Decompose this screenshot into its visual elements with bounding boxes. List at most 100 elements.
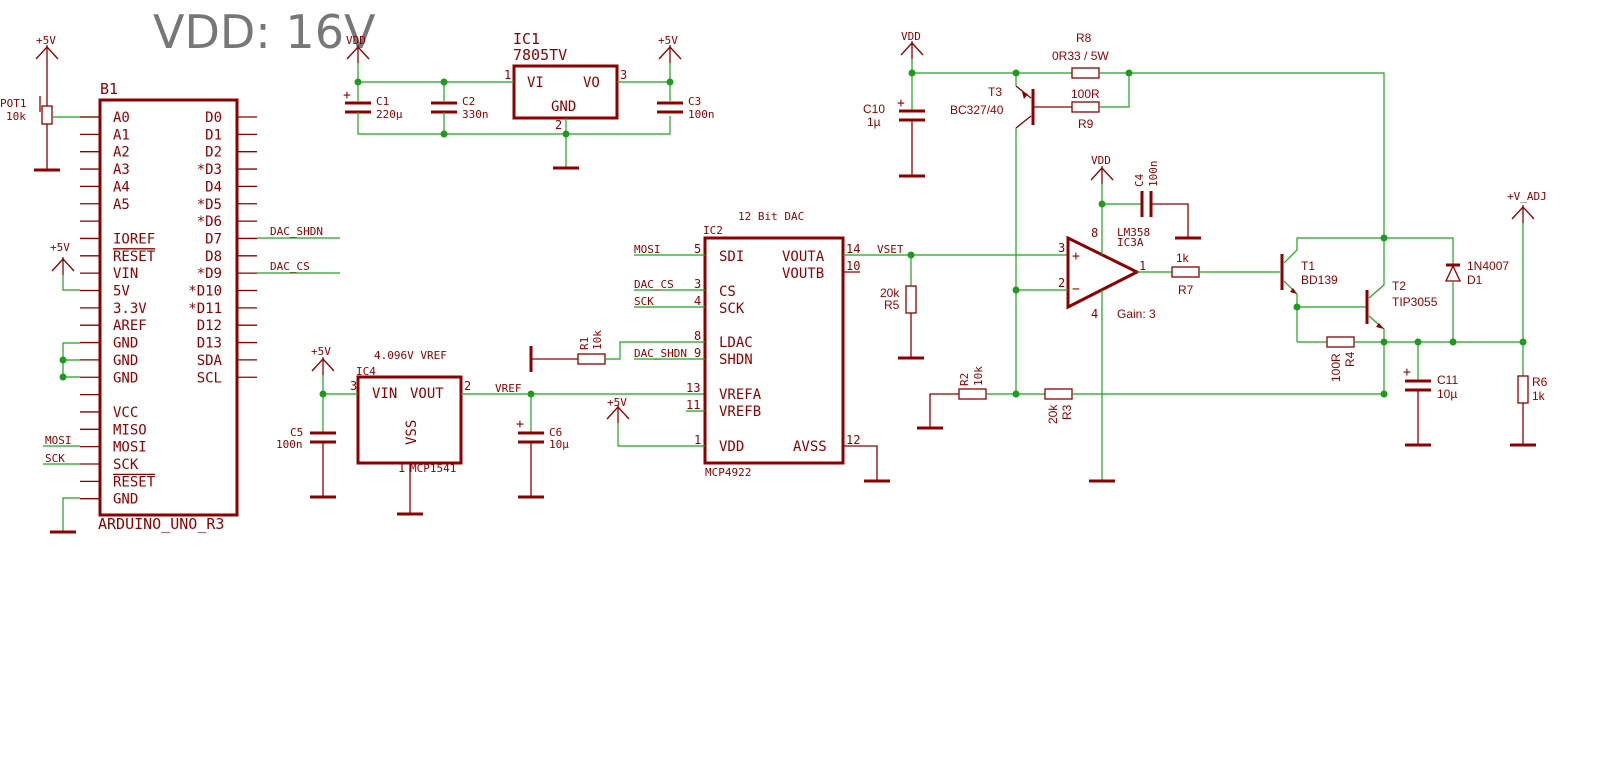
c6-plus: + (516, 417, 524, 432)
b1-right-pin-label: D0 (205, 110, 222, 126)
ic2-sck-net: SCK (634, 295, 654, 308)
ic2-pin8: 8 (694, 329, 701, 343)
b1-right-pin-label: SDA (197, 353, 223, 369)
current-sense: VDD + C10 1µ R8 0R33 / 5W 100R R9 T3 BC3… (863, 30, 1385, 398)
r5: 20k R5 (880, 251, 924, 360)
ic2-shdn-net: DAC_SHDN (634, 347, 687, 360)
ic3-vdd-label: VDD (1091, 154, 1111, 167)
c2-value: 330n (462, 108, 489, 121)
t2-value: TIP3055 (1392, 295, 1438, 309)
c2-ref: C2 (462, 95, 475, 108)
d1-ref: D1 (1467, 273, 1483, 287)
vref-net: VREF (495, 382, 522, 395)
b1-left-pin-label: VCC (113, 405, 138, 421)
ic4-name: MCP1541 (410, 462, 456, 475)
ic1-pin2: 2 (555, 118, 562, 132)
r8-value: 0R33 / 5W (1052, 49, 1109, 63)
b1-right-pin-label: *D3 (197, 162, 222, 178)
b1-right-pin-label: D4 (205, 179, 222, 195)
b1-left-pin-label: GND (113, 336, 138, 352)
ic3-pin8: 8 (1091, 226, 1098, 240)
pot1-supply-label: +5V (36, 34, 56, 47)
t1-value: BD139 (1301, 273, 1338, 287)
ic1-5v-label: +5V (658, 34, 678, 47)
b1-dac-cs-net: DAC_CS (270, 260, 310, 273)
ic2-pin4: 4 (694, 294, 701, 308)
vref-ic4: +5V 4.096V VREF IC4 MCP1541 VIN VOUT VSS… (276, 345, 705, 516)
ic3-pin2: 2 (1058, 276, 1065, 290)
b1-left-pin-label: A5 (113, 197, 130, 213)
ic2-vouta: VOUTA (782, 249, 825, 265)
b1-left-pin-label: AREF (113, 318, 147, 334)
pot1: +5V POT1 10k (0, 34, 100, 172)
c1-value: 220µ (376, 108, 403, 121)
r8-ref: R8 (1076, 31, 1092, 45)
ic4-title: 4.096V VREF (374, 349, 447, 362)
r5-ref: R5 (884, 298, 900, 312)
regulator-ic1: VDD +5V IC1 7805TV VI VO GND 1 3 2 + C1 … (343, 30, 715, 170)
c5-ref: C5 (290, 426, 303, 439)
b1-right-pin-label: *D9 (197, 266, 222, 282)
c10-value: 1µ (867, 115, 881, 129)
b1-left-pin-label: GND (113, 492, 138, 508)
ic1-pin3: 3 (620, 68, 627, 82)
ic1-pin1: 1 (504, 68, 511, 82)
b1-left-pin-label: 5V (113, 284, 130, 300)
b1-sck-net: SCK (45, 452, 65, 465)
ic2-pin5: 5 (694, 242, 701, 256)
b1-right-pin-label: D7 (205, 231, 222, 247)
ic2-avss: AVSS (793, 439, 827, 455)
t3-value: BC327/40 (950, 103, 1004, 117)
ic2-pin9: 9 (694, 346, 701, 360)
ic4-5v-label: +5V (311, 345, 331, 358)
ic2-pin12: 12 (846, 433, 860, 447)
ic4-vss: VSS (404, 420, 420, 445)
b1-left-pin-label: GND (113, 353, 138, 369)
r1-ref: R1 (578, 337, 591, 350)
ic2-vdd: VDD (719, 439, 744, 455)
ic4-ref: IC4 (356, 365, 376, 378)
ic4-pin1: 1 (398, 461, 405, 475)
ic2-ref: IC2 (703, 224, 723, 237)
ic2-voutb: VOUTB (782, 266, 824, 282)
b1-left-pin-label: MOSI (113, 440, 147, 456)
ic3-ref: IC3A (1117, 236, 1144, 249)
b1-mosi-net: MOSI (45, 434, 72, 447)
b1-right-pins: D0D1D2*D3D4*D5*D6D7D8*D9*D10*D11D12D13SD… (188, 110, 257, 386)
b1-left-pin-label: A0 (113, 110, 130, 126)
r9-value: 100R (1071, 87, 1100, 101)
ic2-shdn: SHDN (719, 352, 753, 368)
c6-ref: C6 (549, 426, 562, 439)
ic2-mosi-net: MOSI (634, 243, 661, 256)
b1-ref: B1 (100, 80, 118, 98)
c4-value: 100n (1147, 161, 1160, 188)
ic1-vo: VO (583, 75, 600, 91)
ic3-pin3: 3 (1058, 241, 1065, 255)
ic4-pin3: 3 (350, 379, 357, 393)
r7-ref: R7 (1178, 283, 1194, 297)
arduino-b1: B1 ARDUINO_UNO_R3 A0A1A2A3A4A5IOREFRESET… (43, 80, 340, 534)
b1-left-pin-label: IOREF (113, 231, 155, 247)
b1-dac-shdn-net: DAC_SHDN (270, 225, 323, 238)
b1-5v-supply-label: +5V (50, 241, 70, 254)
b1-left-pin-label: VIN (113, 266, 138, 282)
r6-value: 1k (1532, 389, 1546, 403)
ic1-vi: VI (527, 75, 544, 91)
dac-ic2: 12 Bit DAC IC2 MCP4922 SDI CS SCK LDAC S… (529, 210, 1068, 483)
c10-plus: + (897, 96, 905, 111)
b1-left-pin-label: RESET (113, 474, 156, 490)
ic4-vin: VIN (372, 386, 397, 402)
ic2-pin14: 14 (846, 242, 860, 256)
b1-left-pin-label: A3 (113, 162, 130, 178)
r2-value: 10k (972, 366, 985, 386)
pot1-value: 10k (6, 110, 26, 123)
b1-left-pin-label: GND (113, 370, 138, 386)
ic1-ref: IC1 (513, 30, 540, 48)
b1-right-pin-label: D8 (205, 249, 222, 265)
ic2-pin11: 11 (686, 398, 700, 412)
vset-net: VSET (877, 243, 904, 256)
b1-name: ARDUINO_UNO_R3 (98, 515, 224, 533)
r4-value: 100R (1329, 353, 1343, 382)
r9-ref: R9 (1078, 117, 1094, 131)
